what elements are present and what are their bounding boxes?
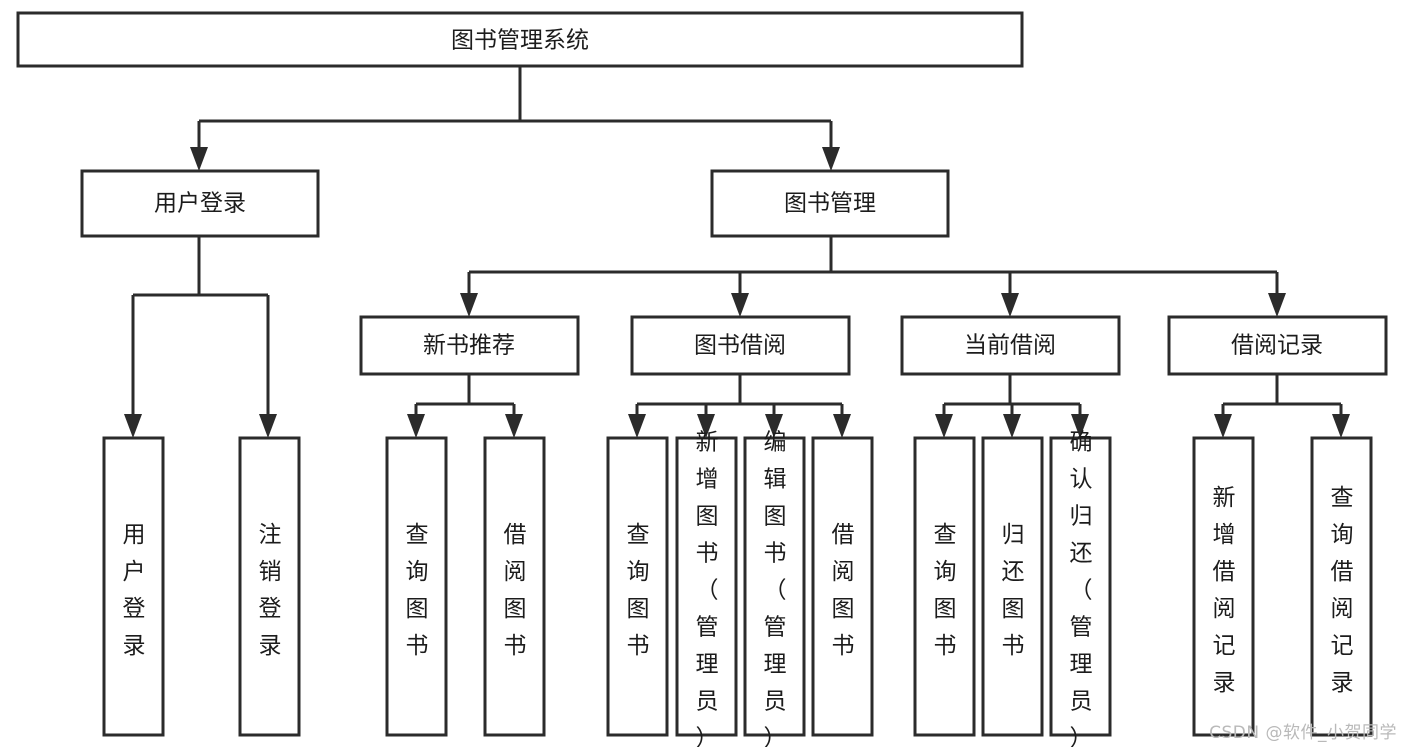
node-leaf-cb-return-book[interactable]: 归还图书 [981, 436, 1044, 737]
node-root-system-label: 图书管理系统 [451, 28, 589, 54]
node-leaf-br-query-record-box [1310, 436, 1373, 737]
node-leaf-user-login-box [102, 436, 165, 737]
node-leaf-nb-borrow-book-box [483, 436, 546, 737]
connector-group-book-mgmt [460, 236, 1286, 317]
arrow-head-book-borrow [731, 293, 749, 317]
node-leaf-br-add-record[interactable]: 新增借阅记录 [1192, 436, 1255, 737]
node-leaf-bb-add-book-label: 新增图书（管理员） [696, 429, 719, 747]
node-book-borrow-box [630, 315, 851, 376]
node-borrow-record-label: 借阅记录 [1231, 333, 1323, 359]
node-leaf-br-query-record-label: 查询借阅记录 [1331, 485, 1354, 696]
node-leaf-bb-borrow-book[interactable]: 借阅图书 [811, 436, 874, 737]
node-new-book-recommend-label: 新书推荐 [423, 333, 515, 359]
node-leaf-user-login[interactable]: 用户登录 [102, 436, 165, 737]
connector-group-user-login [124, 236, 277, 438]
node-user-login-box [80, 169, 320, 238]
arrow-head-current-borrow [1001, 293, 1019, 317]
node-book-management-box [710, 169, 950, 238]
node-leaf-bb-query-book-label: 查询图书 [627, 522, 650, 659]
node-root-system[interactable]: 图书管理系统 [16, 11, 1024, 68]
arrow-head-new-book [460, 293, 478, 317]
node-leaf-br-query-record[interactable]: 查询借阅记录 [1310, 436, 1373, 737]
connector-group-book-borrow [628, 374, 851, 438]
node-book-management-label: 图书管理 [784, 191, 876, 217]
node-leaf-bb-borrow-book-box [811, 436, 874, 737]
node-leaf-logout-label: 注销登录 [259, 522, 282, 659]
arrow-head-bb-edit [765, 414, 783, 438]
node-leaf-nb-query-book-label: 查询图书 [406, 522, 429, 659]
node-leaf-cb-confirm-return-label: 确认归还（管理员） [1070, 429, 1093, 747]
node-leaf-br-add-record-label: 新增借阅记录 [1213, 485, 1236, 696]
node-root-system-box [16, 11, 1024, 68]
node-leaf-br-add-record-box [1192, 436, 1255, 737]
node-leaf-cb-confirm-return-box [1049, 436, 1112, 737]
node-leaf-cb-confirm-return[interactable]: 确认归还（管理员） [1049, 429, 1112, 747]
node-book-borrow[interactable]: 图书借阅 [630, 315, 851, 376]
node-leaf-logout-box [238, 436, 301, 737]
node-leaf-nb-borrow-book-label: 借阅图书 [504, 522, 527, 659]
arrow-head-br-query [1332, 414, 1350, 438]
node-current-borrow-label: 当前借阅 [964, 333, 1056, 359]
arrow-head-cb-return [1003, 414, 1021, 438]
node-leaf-cb-return-book-box [981, 436, 1044, 737]
node-leaf-cb-query-book-label: 查询图书 [934, 522, 957, 659]
node-book-borrow-label: 图书借阅 [694, 333, 786, 359]
node-leaf-nb-borrow-book[interactable]: 借阅图书 [483, 436, 546, 737]
arrow-head-br-add [1214, 414, 1232, 438]
node-new-book-recommend[interactable]: 新书推荐 [359, 315, 580, 376]
node-leaf-cb-query-book[interactable]: 查询图书 [913, 436, 976, 737]
connector-group-current-borrow [935, 374, 1089, 438]
node-leaf-bb-edit-book-box [743, 436, 806, 737]
node-leaf-bb-edit-book-label: 编辑图书（管理员） [764, 429, 787, 747]
node-borrow-record-box [1167, 315, 1388, 376]
arrow-head-borrow-record [1268, 293, 1286, 317]
node-current-borrow-box [900, 315, 1121, 376]
arrow-head-bb-query [628, 414, 646, 438]
node-leaf-bb-edit-book[interactable]: 编辑图书（管理员） [743, 429, 806, 747]
node-leaf-nb-query-book-box [385, 436, 448, 737]
arrow-head-book-mgmt [822, 147, 840, 171]
node-leaf-logout[interactable]: 注销登录 [238, 436, 301, 737]
connector-group-root [190, 66, 840, 171]
arrow-head-leaf-user-login [124, 414, 142, 438]
node-leaf-bb-add-book[interactable]: 新增图书（管理员） [675, 429, 738, 747]
node-user-login-label: 用户登录 [154, 191, 246, 217]
node-leaf-bb-query-book[interactable]: 查询图书 [606, 436, 669, 737]
node-leaf-user-login-label: 用户登录 [123, 522, 146, 659]
node-book-management[interactable]: 图书管理 [710, 169, 950, 238]
node-new-book-recommend-box [359, 315, 580, 376]
arrow-head-nb-borrow [505, 414, 523, 438]
connector-group-borrow-record [1214, 374, 1350, 438]
arrow-head-leaf-logout [259, 414, 277, 438]
arrow-head-bb-borrow [833, 414, 851, 438]
node-borrow-record[interactable]: 借阅记录 [1167, 315, 1388, 376]
node-leaf-bb-query-book-box [606, 436, 669, 737]
node-leaf-nb-query-book[interactable]: 查询图书 [385, 436, 448, 737]
node-leaf-cb-query-book-box [913, 436, 976, 737]
node-leaf-bb-add-book-box [675, 436, 738, 737]
connector-group-new-book [407, 374, 523, 438]
arrow-head-nb-query [407, 414, 425, 438]
node-current-borrow[interactable]: 当前借阅 [900, 315, 1121, 376]
node-leaf-cb-return-book-label: 归还图书 [1002, 522, 1025, 659]
arrow-head-user-login [190, 147, 208, 171]
arrow-head-cb-confirm [1071, 414, 1089, 438]
node-leaf-bb-borrow-book-label: 借阅图书 [832, 522, 855, 659]
arrow-head-bb-add [697, 414, 715, 438]
arrow-head-cb-query [935, 414, 953, 438]
node-user-login[interactable]: 用户登录 [80, 169, 320, 238]
